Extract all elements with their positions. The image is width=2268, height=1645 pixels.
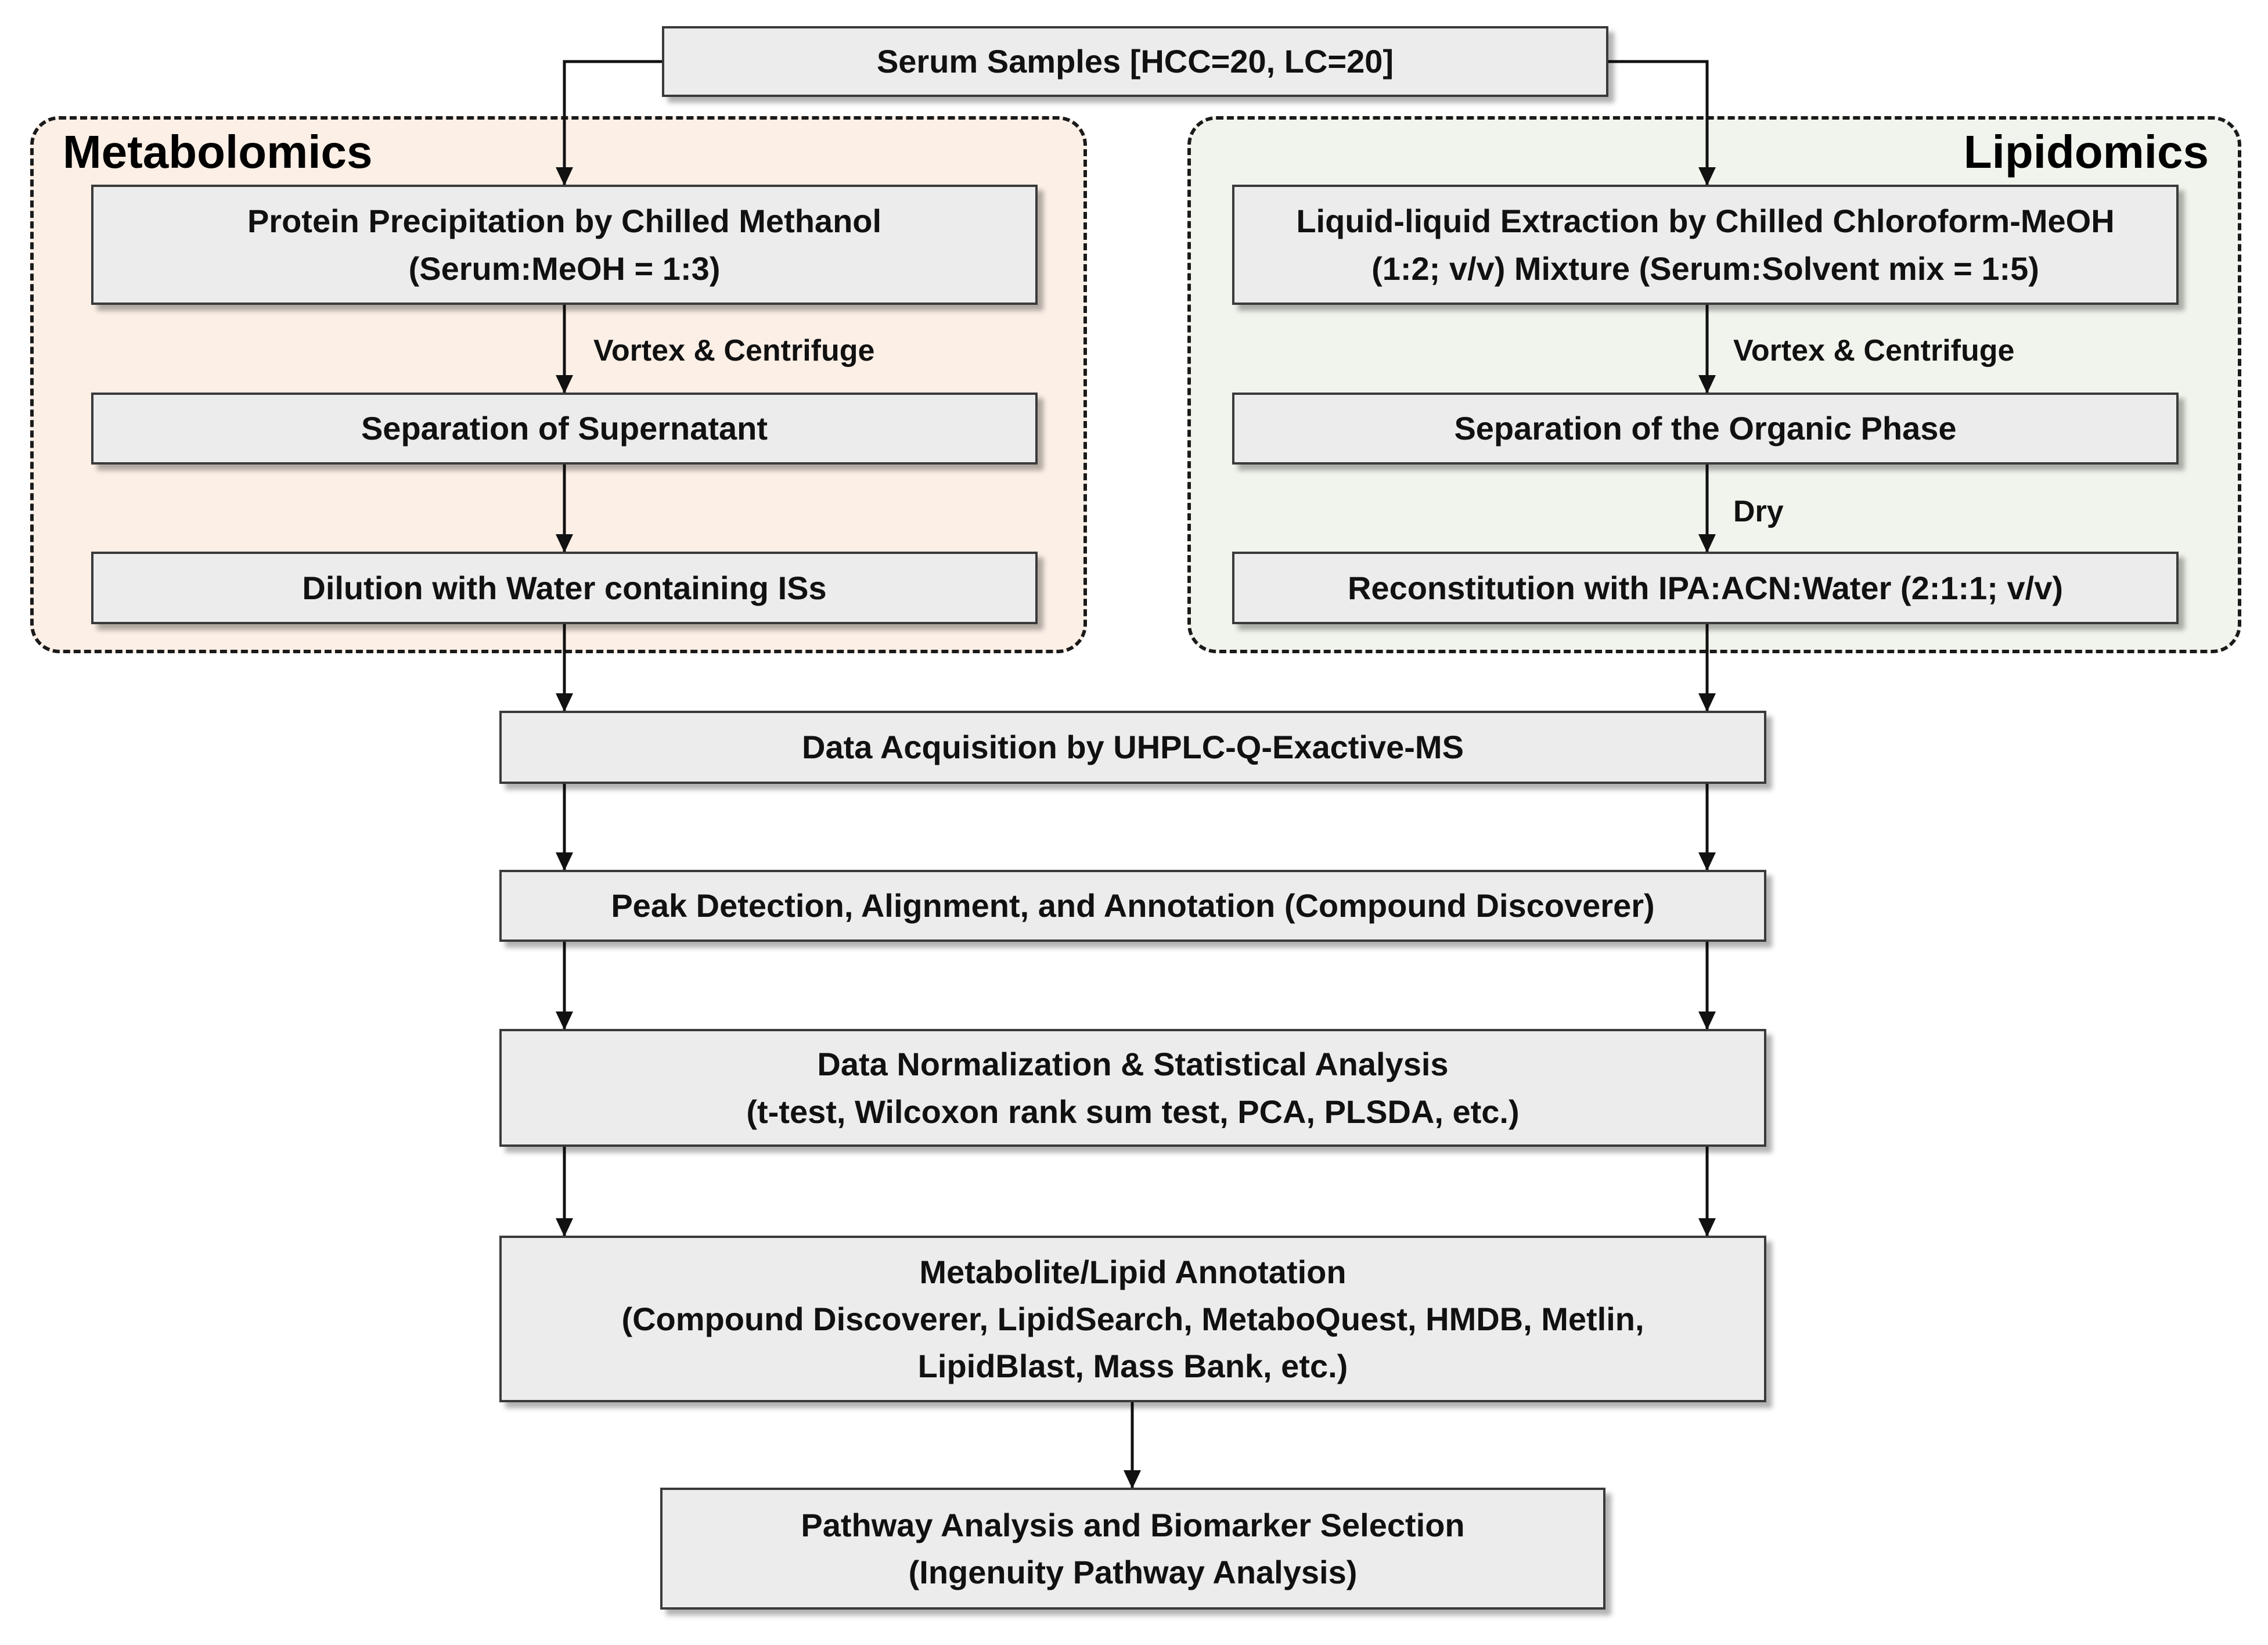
separation-organic-box: Separation of the Organic Phase [1232, 393, 2179, 465]
arrow-source-to-metabolomics [556, 60, 662, 186]
metabolomics-title: Metabolomics [63, 126, 373, 178]
lipidomics-dry-label: Dry [1733, 495, 1784, 528]
serum-samples-line-1: Serum Samples [HCC=20, LC=20] [876, 43, 1394, 80]
separation-supernatant-line-1: Separation of Supernatant [361, 410, 768, 447]
liquid-extraction-line-1: Liquid-liquid Extraction by Chilled Chlo… [1296, 203, 2115, 240]
data-normalization-line-1: Data Normalization & Statistical Analysi… [817, 1046, 1449, 1083]
pathway-analysis-line-1: Pathway Analysis and Biomarker Selection [801, 1506, 1465, 1543]
arrow-source-to-lipidomics [1608, 60, 1716, 186]
peak-detection-box: Peak Detection, Alignment, and Annotatio… [499, 870, 1766, 942]
liquid-extraction-line-2: (1:2; v/v) Mixture (Serum:Solvent mix = … [1371, 250, 2039, 287]
protein-precipitation-line-2: (Serum:MeOH = 1:3) [408, 250, 721, 287]
dilution-water-line-1: Dilution with Water containing ISs [302, 569, 827, 606]
data-normalization-box: Data Normalization & Statistical Analysi… [499, 1029, 1766, 1147]
separation-supernatant-box: Separation of Supernatant [91, 393, 1038, 465]
dilution-water-box: Dilution with Water containing ISs [91, 552, 1038, 624]
annotation-line-3: LipidBlast, Mass Bank, etc.) [917, 1348, 1348, 1385]
annotation-line-2: (Compound Discoverer, LipidSearch, Metab… [621, 1300, 1644, 1337]
data-acquisition-box: Data Acquisition by UHPLC-Q-Exactive-MS [499, 711, 1766, 784]
protein-precipitation-line-1: Protein Precipitation by Chilled Methano… [247, 203, 882, 240]
serum-samples-box: Serum Samples [HCC=20, LC=20] [662, 26, 1608, 97]
data-normalization-line-2: (t-test, Wilcoxon rank sum test, PCA, PL… [746, 1093, 1520, 1130]
pathway-analysis-box: Pathway Analysis and Biomarker Selection… [660, 1488, 1605, 1610]
lipidomics-title: Lipidomics [1963, 126, 2209, 178]
peak-detection-line-1: Peak Detection, Alignment, and Annotatio… [611, 887, 1655, 924]
annotation-box: Metabolite/Lipid Annotation (Compound Di… [499, 1236, 1766, 1402]
data-acquisition-line-1: Data Acquisition by UHPLC-Q-Exactive-MS [802, 729, 1464, 766]
lipidomics-vortex-label: Vortex & Centrifuge [1733, 334, 2015, 368]
protein-precipitation-box: Protein Precipitation by Chilled Methano… [91, 185, 1038, 305]
liquid-extraction-box: Liquid-liquid Extraction by Chilled Chlo… [1232, 185, 2179, 305]
metabolomics-vortex-label: Vortex & Centrifuge [593, 334, 875, 368]
pathway-analysis-line-2: (Ingenuity Pathway Analysis) [908, 1554, 1358, 1590]
separation-organic-line-1: Separation of the Organic Phase [1454, 410, 1957, 447]
reconstitution-line-1: Reconstitution with IPA:ACN:Water (2:1:1… [1347, 569, 2064, 606]
annotation-line-1: Metabolite/Lipid Annotation [919, 1253, 1347, 1290]
reconstitution-box: Reconstitution with IPA:ACN:Water (2:1:1… [1232, 552, 2179, 624]
